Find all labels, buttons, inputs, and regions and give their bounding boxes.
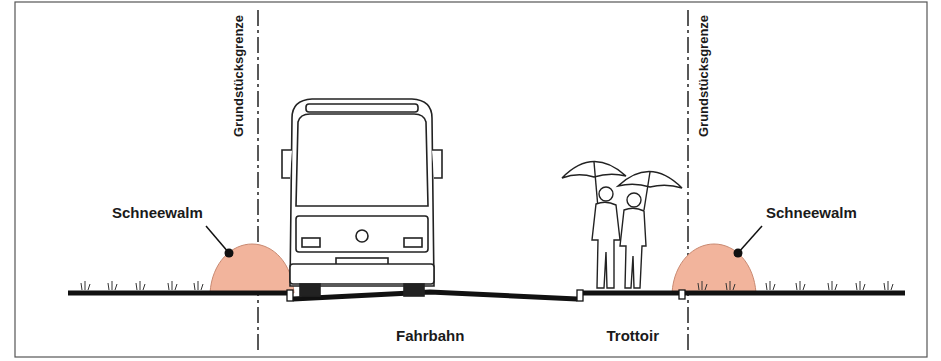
snow-pile [210,244,294,293]
curb [287,290,293,301]
ground [68,291,287,296]
curb [679,290,685,299]
pedestrians [562,161,682,288]
grass-tuft [136,281,145,290]
lane-label: Fahrbahn [396,327,464,344]
grass-tuft [168,281,177,290]
grass-tuft [856,281,865,290]
grass [81,281,893,290]
property-line [687,10,689,352]
grass-tuft [884,281,893,290]
road-surface [293,292,577,299]
grass-tuft [108,281,117,290]
curb [577,290,583,301]
property-line [257,10,259,352]
property-line-label: Grundstücksgrenze [232,15,247,137]
leader-line [738,226,762,253]
ground [685,291,905,296]
grass-tuft [194,281,203,290]
bus [282,99,442,296]
property-line-label: Grundstücksgrenze [697,15,712,137]
snow-pile-label: Schneewalm [112,204,203,221]
grass-tuft [796,281,805,290]
sidewalk [583,291,679,296]
grass-tuft [698,281,707,290]
snow-pile [672,244,756,293]
leader-line [206,226,229,253]
grass-tuft [766,281,775,290]
sidewalk-label: Trottoir [607,327,660,344]
frame [15,2,927,357]
grass-tuft [828,281,837,290]
grass-tuft [81,281,90,290]
grass-tuft [726,281,735,290]
snow-pile-label: Schneewalm [766,204,857,221]
